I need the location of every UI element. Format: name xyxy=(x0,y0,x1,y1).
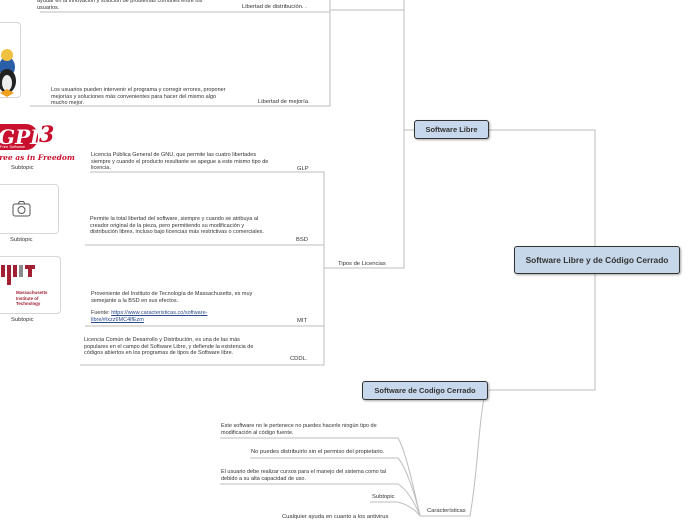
bsd-desc: Permite la total libertad del software, … xyxy=(90,216,264,236)
mit-desc: Proveniente del Instituto de Tecnología … xyxy=(91,291,253,304)
cerrado-item-subtopic: Subtopic xyxy=(372,494,395,500)
mit-logo-line2: Institute of xyxy=(16,295,39,301)
connector-libre-tipos xyxy=(324,129,414,269)
mit-logo-line3: Technology xyxy=(16,301,41,306)
tipos-licencias-label: Tipos de Licencias xyxy=(338,261,386,267)
gpl-logo-number: 3 xyxy=(39,122,55,148)
software-cerrado-node[interactable]: Software de Codigo Cerrado xyxy=(362,381,488,400)
connector-root-cerrado xyxy=(489,259,596,391)
divider-top-items xyxy=(30,0,331,107)
distribucion-desc: ayudar en la innovación y solución de pr… xyxy=(37,0,203,11)
gpl-name: GLP xyxy=(297,166,309,172)
root-label: Software Libre y de Código Cerrado xyxy=(525,255,669,265)
cerrado-item-3: El usuario debe realizar cursos para el … xyxy=(221,469,387,482)
mit-source: Fuente: https://www.caracteristicas.co/s… xyxy=(91,310,251,323)
gpl-subtopic: Subtopic xyxy=(11,165,34,171)
image-card-bsd[interactable] xyxy=(0,184,59,234)
gpl-desc: Licencia Pública General de GNU, que per… xyxy=(91,152,269,172)
connector-root-libre xyxy=(489,129,596,261)
mit-logo: Massachusetts Institute of Technology xyxy=(0,257,60,313)
gpl-logo-text: GPL xyxy=(0,125,45,149)
distribucion-name: Libertad de distribución. . xyxy=(242,4,307,10)
penguin-icon xyxy=(0,49,16,97)
bsd-subtopic: Subtopic xyxy=(10,237,33,243)
mejoria-name: Libertad de mejoría. xyxy=(258,99,310,105)
gpl-logo: GPL 3 Free Software Free as in Freedom xyxy=(0,122,75,164)
caracteristicas-label: Características xyxy=(427,508,466,514)
software-libre-label: Software Libre xyxy=(425,125,478,134)
image-card-mit[interactable]: Massachusetts Institute of Technology xyxy=(0,256,61,314)
bsd-name: BSD xyxy=(296,237,308,243)
image-card-penguin[interactable] xyxy=(0,22,21,98)
root-node[interactable]: Software Libre y de Código Cerrado xyxy=(514,246,680,274)
software-libre-node[interactable]: Software Libre xyxy=(414,120,489,139)
connector-cerrado-caracteristicas xyxy=(420,397,485,517)
cerrado-item-1: Este software no le pertenece no puedes … xyxy=(221,423,377,436)
camera-icon xyxy=(12,201,31,217)
mit-subtopic: Subtopic xyxy=(11,317,34,323)
mit-source-link[interactable]: https://www.caracteristicas.co/software-… xyxy=(91,310,208,323)
connector-tipos-cddl xyxy=(80,326,325,366)
cddl-name: CDDL. xyxy=(290,356,308,362)
cerrado-item-5: Cualquier ayuda en cuanto a los antiviru… xyxy=(282,514,389,520)
software-cerrado-label: Software de Codigo Cerrado xyxy=(374,386,476,395)
mejoria-desc: Los usuarios pueden intervenir el progra… xyxy=(51,87,226,107)
mit-logo-line1: Massachusetts xyxy=(16,290,48,295)
cerrado-item-2: No puedes distribuirlo sin el permiso de… xyxy=(251,449,385,455)
gpl-logo-tagline: Free as in Freedom xyxy=(0,153,75,162)
mit-name: MIT xyxy=(297,318,307,324)
gpl-logo-small: Free Software xyxy=(0,144,26,149)
connector-libre-distribucion xyxy=(330,9,414,131)
mit-source-label: Fuente: xyxy=(91,310,110,316)
cddl-desc: Licencia Común de Desarrollo y Distribuc… xyxy=(84,337,254,357)
